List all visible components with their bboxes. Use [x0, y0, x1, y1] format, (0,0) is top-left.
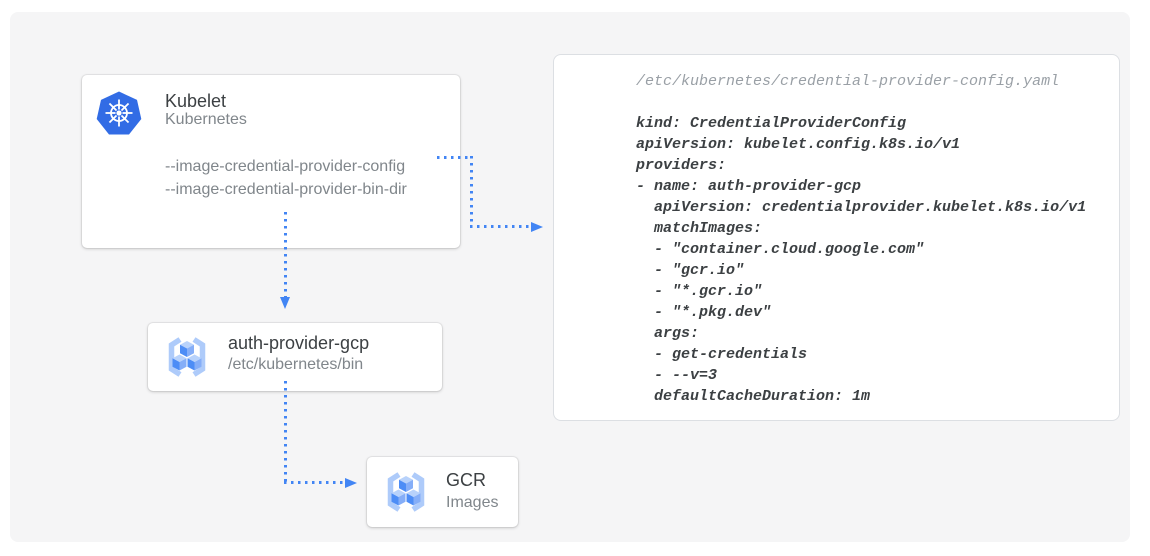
code-line: apiVersion: credentialprovider.kubelet.k…	[636, 199, 1087, 216]
code-line: - get-credentials	[636, 346, 808, 363]
arrowhead-right-icon	[531, 221, 543, 232]
code-line: providers:	[636, 157, 727, 174]
arrow-segment	[283, 481, 346, 484]
arrowhead-down-icon	[280, 297, 290, 309]
diagram-panel: Kubelet Kubernetes --image-credential-pr…	[10, 12, 1130, 542]
kubelet-card: Kubelet Kubernetes --image-credential-pr…	[82, 75, 460, 248]
config-file-path: /etc/kubernetes/credential-provider-conf…	[636, 73, 1060, 90]
kubelet-title: Kubelet	[165, 91, 227, 111]
config-yaml-code: kind: CredentialProviderConfig apiVersio…	[636, 113, 1086, 407]
code-line: - --v=3	[636, 367, 718, 384]
gcr-subtitle: Images	[446, 494, 499, 511]
arrowhead-right-icon	[345, 477, 357, 488]
arrow-segment	[437, 156, 471, 159]
arrow-segment	[470, 156, 473, 226]
code-line: - "*.pkg.dev"	[636, 304, 772, 321]
auth-provider-title: auth-provider-gcp	[228, 333, 370, 353]
code-line: - "gcr.io"	[636, 262, 745, 279]
kubelet-subtitle: Kubernetes	[165, 111, 247, 128]
arrow-segment	[283, 212, 287, 298]
arrow-segment	[470, 225, 531, 228]
code-line: args:	[636, 325, 700, 342]
gcr-title: GCR	[446, 470, 486, 490]
credential-provider-config-file-card: /etc/kubernetes/credential-provider-conf…	[553, 54, 1120, 421]
code-line: apiVersion: kubelet.config.k8s.io/v1	[636, 136, 961, 153]
code-line: - "*.gcr.io"	[636, 283, 763, 300]
code-line: - name: auth-provider-gcp	[636, 178, 862, 195]
flag-image-credential-provider-bin-dir: --image-credential-provider-bin-dir	[165, 181, 407, 198]
gcr-icon	[383, 469, 429, 515]
auth-provider-gcp-card: auth-provider-gcp /etc/kubernetes/bin	[148, 323, 442, 391]
code-line: - "container.cloud.google.com"	[636, 241, 925, 258]
kubernetes-icon	[96, 91, 142, 137]
code-line: kind: CredentialProviderConfig	[636, 115, 907, 132]
gcr-card: GCR Images	[367, 457, 518, 527]
code-line: matchImages:	[636, 220, 763, 237]
arrow-segment	[283, 381, 287, 482]
auth-provider-subtitle: /etc/kubernetes/bin	[228, 356, 364, 373]
flag-image-credential-provider-config: --image-credential-provider-config	[165, 158, 406, 175]
code-line: defaultCacheDuration: 1m	[636, 388, 871, 405]
gcr-icon	[164, 334, 210, 380]
